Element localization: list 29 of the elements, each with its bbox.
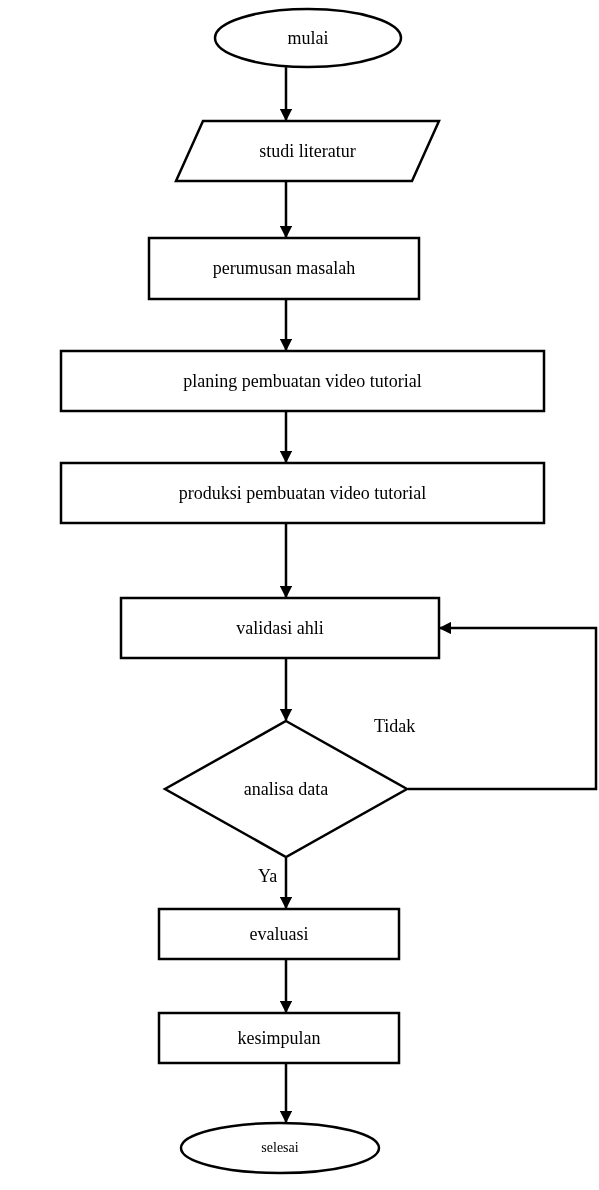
arrow: [279, 412, 293, 464]
arrow: [279, 858, 293, 910]
arrow: [279, 1064, 293, 1124]
node-label: validasi ahli: [236, 617, 324, 639]
process-box: [120, 597, 440, 659]
arrow: [279, 300, 293, 352]
input-parallelogram: [175, 120, 440, 182]
node-label: selesai: [261, 1140, 299, 1156]
process-box: [148, 237, 420, 300]
node-label: analisa data: [243, 778, 329, 800]
process-box: [60, 350, 545, 412]
arrow: [408, 621, 598, 791]
arrow: [279, 182, 293, 239]
node-label: perumusan masalah: [212, 258, 356, 279]
terminal-ellipse: [214, 8, 402, 68]
terminal-ellipse: [180, 1122, 380, 1174]
process-box: [158, 908, 400, 960]
arrow: [279, 659, 293, 722]
process-box: [158, 1012, 400, 1064]
node-label: studi literatur: [259, 140, 356, 162]
node-label: kesimpulan: [237, 1027, 321, 1049]
arrow: [279, 960, 293, 1014]
node-label: mulai: [287, 27, 329, 49]
node-label: produksi pembuatan video tutorial: [178, 482, 427, 504]
arrow: [279, 67, 293, 122]
node-label: planing pembuatan video tutorial: [183, 370, 422, 392]
process-box: [60, 462, 545, 524]
arrow: [279, 524, 293, 599]
node-label: evaluasi: [249, 923, 309, 945]
